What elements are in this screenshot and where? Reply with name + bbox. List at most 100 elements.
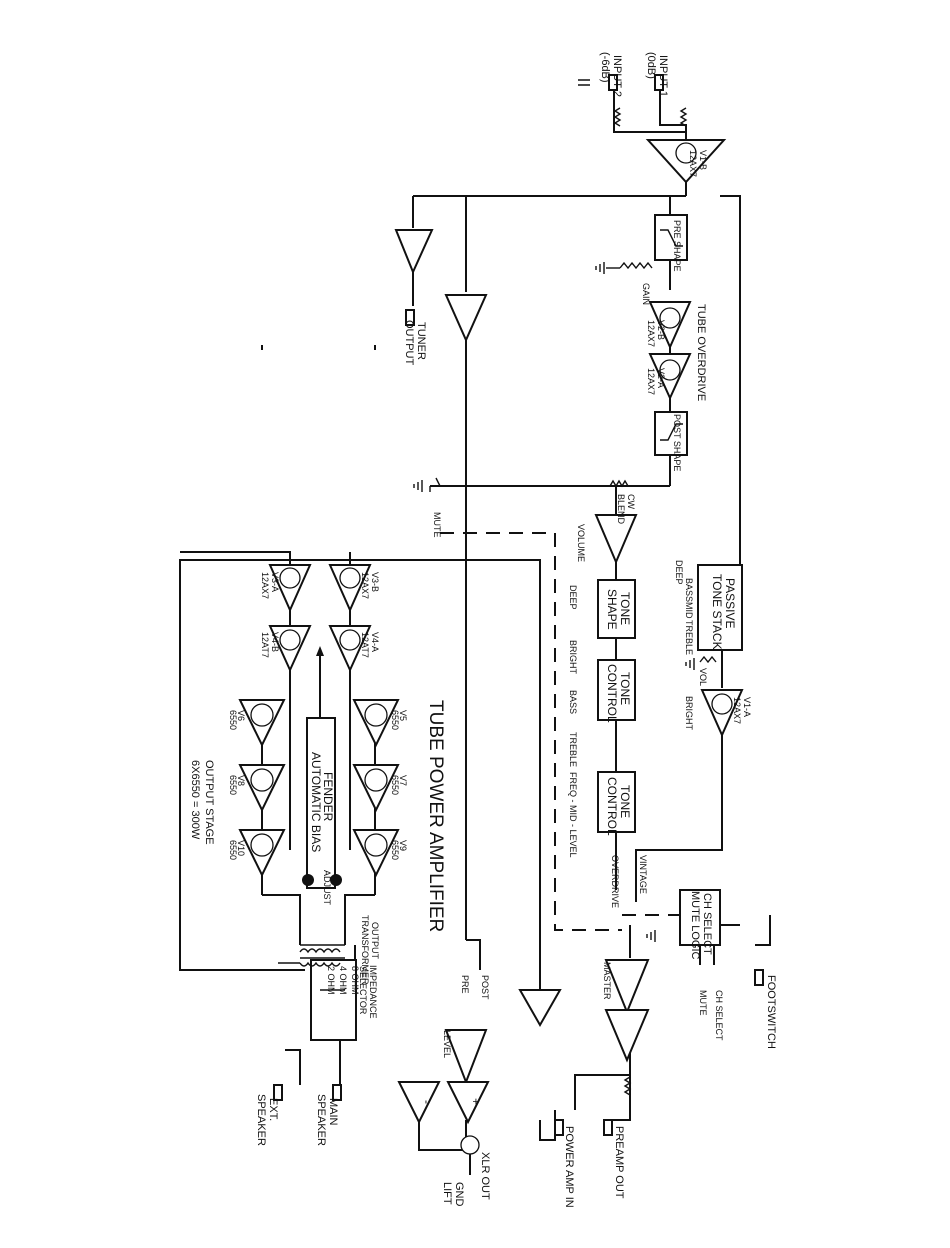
tube-v1a-type: 12AX7	[732, 697, 742, 724]
main-speaker-label-1: MAIN	[327, 1098, 339, 1126]
bass-b-label: BASS	[568, 690, 578, 714]
tone-control-a-label-1: TONE	[618, 672, 632, 705]
output-stage-power-label: 6X6550 = 300W	[189, 760, 201, 840]
tone-control-b-label-1: TONE	[618, 785, 632, 818]
tube-v7-type: 6550	[390, 775, 400, 795]
control-dashed-lines	[440, 532, 680, 931]
tube-v5-type: 6550	[390, 710, 400, 730]
gain-label: GAIN	[641, 283, 651, 305]
tuner-output-label: OUTPUT	[403, 320, 415, 366]
freq-mid-level-label: FREQ - MID - LEVEL	[568, 772, 578, 858]
control-symbols	[429, 107, 717, 1096]
output-stage-label: OUTPUT STAGE	[203, 760, 215, 845]
tuner-label: TUNER	[415, 322, 427, 360]
post-label: POST	[480, 975, 490, 1000]
tone-stack-label: TONE STACK	[710, 574, 724, 650]
signal-wires	[179, 88, 771, 1175]
ground-symbols	[413, 79, 695, 942]
tube-v4b-type: 12AT7	[260, 632, 270, 658]
master-label: MASTER	[602, 962, 612, 1000]
tube-overdrive-label: TUBE OVERDRIVE	[695, 304, 707, 401]
tube-v8-type: 6550	[228, 775, 238, 795]
tube-v4b-label: V4-B	[270, 632, 280, 652]
vol-label: VOL	[698, 668, 708, 686]
ext-speaker-label-2: SPEAKER	[255, 1094, 267, 1146]
cw-label: CW	[626, 494, 636, 509]
tube-v1b-label: V1-B	[698, 150, 708, 170]
treble-a-label: TREBLE	[684, 620, 694, 655]
deep-a-label: DEEP	[674, 560, 684, 585]
tube-v3a-label: V3-A	[270, 572, 280, 592]
ohm-2-label: 2 OHM	[326, 966, 336, 995]
tube-v6-type: 6550	[228, 710, 238, 730]
tube-v8-label: V8	[236, 775, 246, 786]
tube-symbols	[250, 142, 733, 857]
tube-v5-label: V5	[398, 710, 408, 721]
post-shape-label: POST SHAPE	[672, 414, 682, 471]
tube-v3b-label: V3-B	[370, 572, 380, 592]
tube-v4a-label: V4-A	[370, 632, 380, 652]
ch-select-switch-label: CH SELECT	[714, 990, 724, 1041]
tube-v2b-label: V2-B	[656, 320, 666, 340]
fender-label: FENDER	[321, 772, 335, 822]
bass-a-label: BASS	[684, 578, 694, 602]
level-label: LEVEL	[442, 1030, 452, 1058]
output-transformer-label-1: OUTPUT	[370, 922, 380, 960]
footswitch-label: FOOTSWITCH	[765, 975, 777, 1049]
overdrive-label: OVERDRIVE	[610, 855, 620, 908]
tone-shape-label-1: TONE	[618, 592, 632, 625]
power-amp-title: TUBE POWER AMPLIFIER	[425, 700, 446, 932]
tube-v1b-type: 12AX7	[688, 150, 698, 177]
tube-v10-label: V10	[236, 840, 246, 856]
input-2-label: INPUT 2	[611, 55, 623, 97]
tube-v9-label: V9	[398, 840, 408, 851]
bright-a-label: BRIGHT	[684, 696, 694, 731]
tube-v4a-type: 12AT7	[360, 632, 370, 658]
tone-control-b-label-2: CONTROL	[605, 777, 619, 836]
ohm-4-label: 4 OHM	[338, 966, 348, 995]
output-transformer	[278, 944, 345, 967]
bright-b-label: BRIGHT	[568, 640, 578, 675]
mute-logic-label: MUTE LOGIC	[689, 891, 701, 960]
tube-v1a-label: V1-A	[742, 697, 752, 717]
tube-v9-type: 6550	[390, 840, 400, 860]
tube-v10-type: 6550	[228, 840, 238, 860]
tube-v2a-label: V2-A	[656, 368, 666, 388]
treble-b-label: TREBLE	[568, 732, 578, 767]
selector-label: SELECTOR	[358, 966, 368, 1015]
minus-sign: -	[420, 1100, 434, 1104]
signal-blocks	[306, 214, 743, 1041]
rotated-labels: INPUT 1 (0dB) INPUT 2 (-6dB) V1-B 12AX7 …	[189, 52, 777, 1208]
ext-speaker-label-1: EXT.	[267, 1098, 279, 1121]
input-2-level: (-6dB)	[599, 52, 611, 83]
volume-label: VOLUME	[576, 524, 586, 562]
ohm-8-label: 8 OHM	[350, 966, 360, 995]
tube-v3b-type: 12AX7	[360, 572, 370, 599]
main-speaker-label-2: SPEAKER	[315, 1094, 327, 1146]
adjust-label: ADJUST	[322, 870, 332, 906]
tube-v3a-type: 12AX7	[260, 572, 270, 599]
automatic-bias-label: AUTOMATIC BIAS	[309, 752, 323, 852]
power-amp-in-label: POWER AMP IN	[563, 1126, 575, 1208]
tube-v2a-type: 12AX7	[646, 368, 656, 395]
pre-shape-label: PRE SHAPE	[672, 220, 682, 272]
passive-label: PASSIVE	[723, 578, 737, 628]
bias-arrows	[302, 646, 342, 886]
input-1-level: (0dB)	[645, 52, 657, 79]
impedance-label: IMPEDANCE	[368, 965, 378, 1019]
tube-v6-label: V6	[236, 710, 246, 721]
xlr-out-label: XLR OUT	[479, 1152, 491, 1200]
output-transformer-label-2: TRANSFORMER	[360, 915, 370, 985]
blend-label: BLEND	[616, 494, 626, 525]
tone-shape-label-2: SHAPE	[605, 589, 619, 630]
pre-label: PRE	[460, 975, 470, 994]
preamp-out-label: PREAMP OUT	[613, 1126, 625, 1199]
tone-control-a-label-2: CONTROL	[605, 664, 619, 723]
mute-a-label: MUTE	[432, 512, 442, 538]
jack-symbols	[273, 74, 764, 1155]
plus-sign: +	[469, 1098, 483, 1105]
mid-label: MID	[684, 602, 694, 619]
input-1-label: INPUT 1	[657, 55, 669, 97]
